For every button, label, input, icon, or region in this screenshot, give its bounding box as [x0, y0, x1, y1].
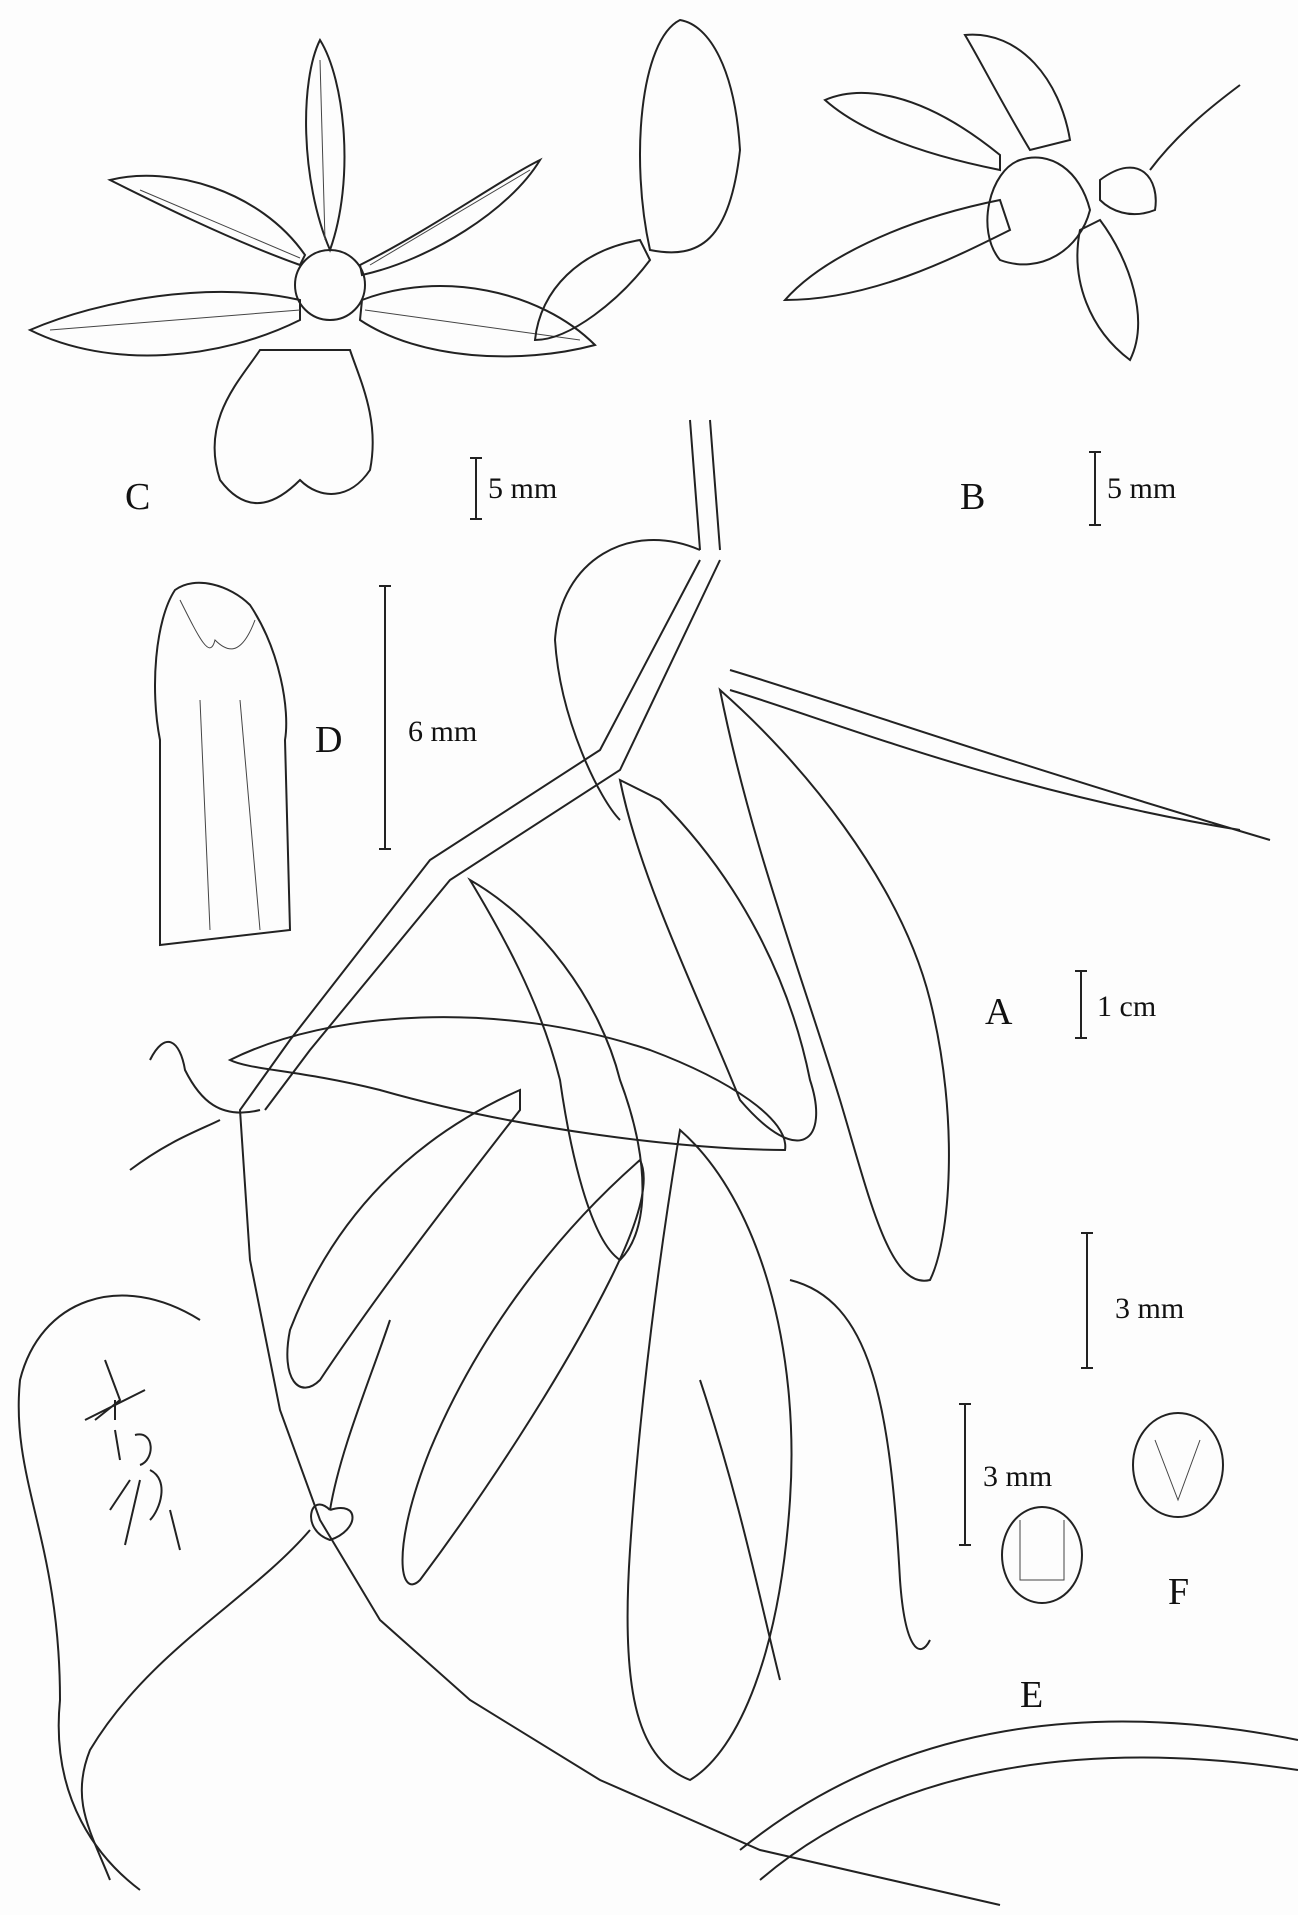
inflorescence-small — [310, 1319, 391, 1542]
leaf — [718, 687, 950, 1282]
scale-label-f: 3 mm — [1115, 1292, 1185, 1325]
aerial-root — [17, 1294, 201, 1891]
column-d — [154, 581, 292, 947]
petal-left — [107, 174, 307, 267]
illustrator-signature — [84, 1359, 181, 1551]
scale-label-c: 5 mm — [488, 472, 558, 505]
pollinia-f — [1132, 1412, 1224, 1518]
whole-plant-a — [17, 18, 1298, 1906]
figure-label-f: F — [1168, 1571, 1190, 1613]
lateral-sepal-left — [27, 290, 301, 357]
leaf — [401, 1158, 645, 1586]
figure-label-c: C — [125, 476, 151, 518]
leaf — [626, 1128, 793, 1782]
flower-dissection-c — [27, 37, 597, 504]
leaf — [618, 778, 818, 1142]
flower-side-view-b — [782, 33, 1241, 362]
flower-bud — [639, 18, 742, 254]
lip — [213, 349, 374, 504]
petal-right — [358, 157, 543, 277]
dorsal-sepal — [305, 37, 346, 253]
lateral-sepal-right — [358, 285, 597, 358]
anther-cap-e — [1001, 1506, 1083, 1604]
pollinia-f-detail — [1154, 1439, 1201, 1502]
figure-label-e: E — [1020, 1674, 1044, 1716]
leaf — [286, 1088, 521, 1389]
scale-label-d: 6 mm — [408, 715, 478, 748]
figure-label-d: D — [315, 719, 343, 761]
anther-cap-e-detail — [1019, 1520, 1065, 1581]
rhizome — [739, 1720, 1298, 1881]
figure-label-b: B — [960, 476, 986, 518]
aerial-root — [699, 1379, 781, 1681]
figure-label-a: A — [985, 991, 1013, 1033]
aerial-root — [789, 1279, 931, 1651]
aerial-root — [80, 1529, 311, 1881]
leaf — [227, 1016, 787, 1152]
scale-bars — [379, 451, 1101, 1546]
scale-label-b: 5 mm — [1107, 472, 1177, 505]
scale-label-a: 1 cm — [1097, 990, 1157, 1023]
leaf — [467, 877, 644, 1262]
inflorescence-small — [129, 1040, 261, 1171]
scale-label-e: 3 mm — [983, 1460, 1053, 1493]
